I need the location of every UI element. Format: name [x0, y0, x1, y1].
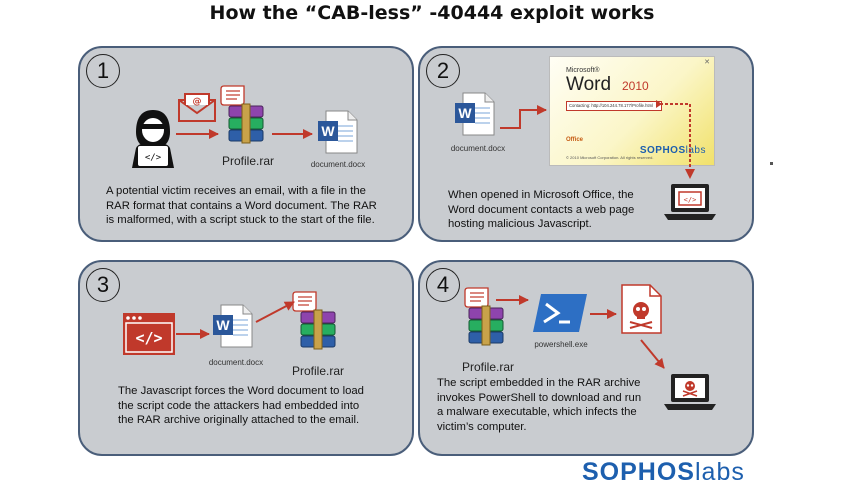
word-product-name: Word: [566, 74, 612, 95]
laptop-code-icon: </>: [664, 184, 716, 220]
archive-label: Profile.rar: [461, 360, 514, 374]
malware-file-icon: [621, 284, 662, 334]
step-number-2: 2: [426, 54, 460, 88]
svg-text:@: @: [193, 97, 202, 107]
powershell-icon: [533, 294, 587, 332]
svg-text:</>: </>: [145, 153, 162, 163]
word-document-icon: W: [318, 110, 358, 154]
step-2-description: When opened in Microsoft Office, the Wor…: [448, 189, 635, 230]
step-number-3: 3: [86, 268, 120, 302]
rar-archive-icon: [228, 103, 264, 144]
document-label: document.docx: [310, 160, 366, 169]
word-document-icon: W: [455, 92, 495, 136]
svg-text:W: W: [321, 123, 335, 139]
powershell-label: powershell.exe: [534, 340, 588, 349]
archive-label: Profile.rar: [291, 364, 344, 378]
step-4-description: The script embedded in the RAR archive i…: [437, 377, 642, 433]
archive-label: Profile.rar: [221, 154, 274, 168]
panel-step-1: [78, 46, 414, 242]
document-label: document.docx: [450, 144, 506, 153]
close-icon: ✕: [704, 59, 710, 66]
email-icon: @: [178, 93, 216, 122]
document-label: document.docx: [208, 358, 264, 367]
office-logo: Office: [566, 137, 584, 143]
svg-text:</>: </>: [135, 329, 162, 347]
word-document-icon: W: [213, 304, 253, 348]
connecting-status: Contacting: http://104.244.78.177/Profil…: [566, 101, 662, 111]
step-1-description: A potential victim receives an email, wi…: [106, 185, 377, 226]
panel-step-3: [78, 260, 414, 456]
svg-text:</>: </>: [684, 196, 697, 204]
diagram-title: How the “CAB-less” -40444 exploit works: [209, 2, 655, 24]
step-number-4: 4: [426, 268, 460, 302]
step-3-description: The Javascript forces the Word document …: [118, 385, 364, 426]
sophos-labs-watermark: SOPHOSlabs: [639, 145, 706, 156]
sophos-labs-logo: SOPHOSlabs: [582, 458, 745, 486]
rar-archive-icon: [300, 309, 336, 350]
copyright-text: © 2010 Microsoft Corporation. All rights…: [566, 155, 654, 160]
svg-text:W: W: [458, 105, 472, 121]
svg-text:W: W: [216, 317, 230, 333]
stray-mark: [770, 162, 773, 165]
hacker-icon: </>: [132, 110, 174, 168]
step-number-1: 1: [86, 54, 120, 88]
infected-laptop-icon: [664, 374, 716, 410]
code-window-icon: </>: [123, 313, 175, 355]
word-version: 2010: [622, 79, 649, 93]
rar-archive-icon: [468, 305, 504, 346]
microsoft-label: Microsoft®: [566, 67, 600, 74]
word-2010-splash-window: ✕ Microsoft® Word 2010 Contacting: http:…: [549, 56, 715, 166]
